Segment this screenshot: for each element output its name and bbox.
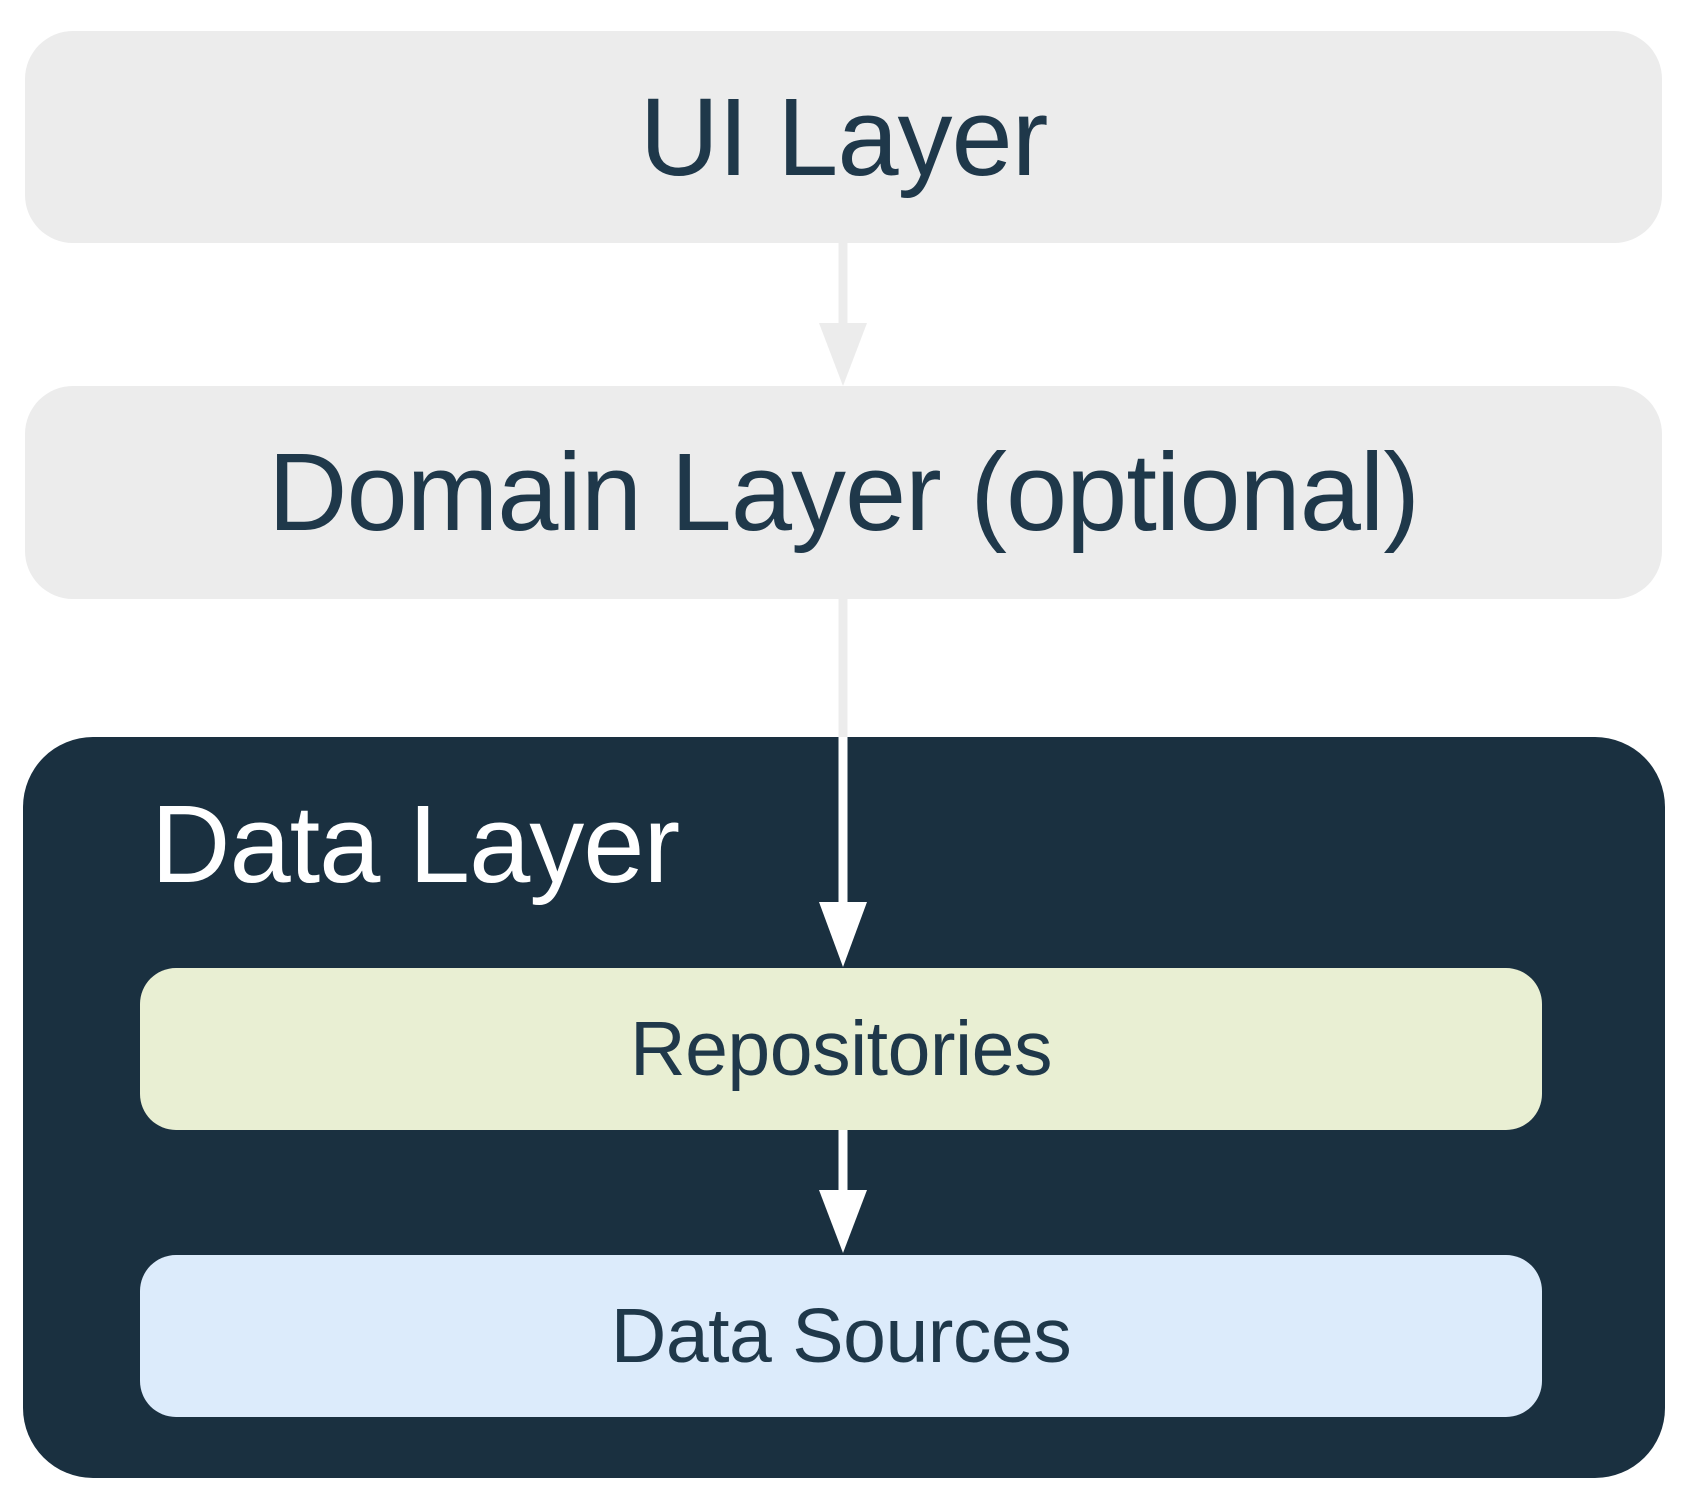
arrow-repositories-to-data-sources <box>819 1130 867 1253</box>
repositories-label: Repositories <box>630 1005 1052 1092</box>
data-sources-label: Data Sources <box>610 1292 1072 1379</box>
domain-layer-label: Domain Layer (optional) <box>268 431 1420 554</box>
repositories-box: Repositories <box>140 968 1542 1130</box>
arrow-domain-to-repositories <box>819 599 867 967</box>
arrow-ui-to-domain <box>819 243 867 386</box>
data-layer-label: Data Layer <box>151 783 680 906</box>
ui-layer-box: UI Layer <box>25 31 1662 243</box>
data-sources-box: Data Sources <box>140 1255 1542 1417</box>
ui-layer-label: UI Layer <box>639 75 1049 199</box>
domain-layer-box: Domain Layer (optional) <box>25 386 1662 599</box>
